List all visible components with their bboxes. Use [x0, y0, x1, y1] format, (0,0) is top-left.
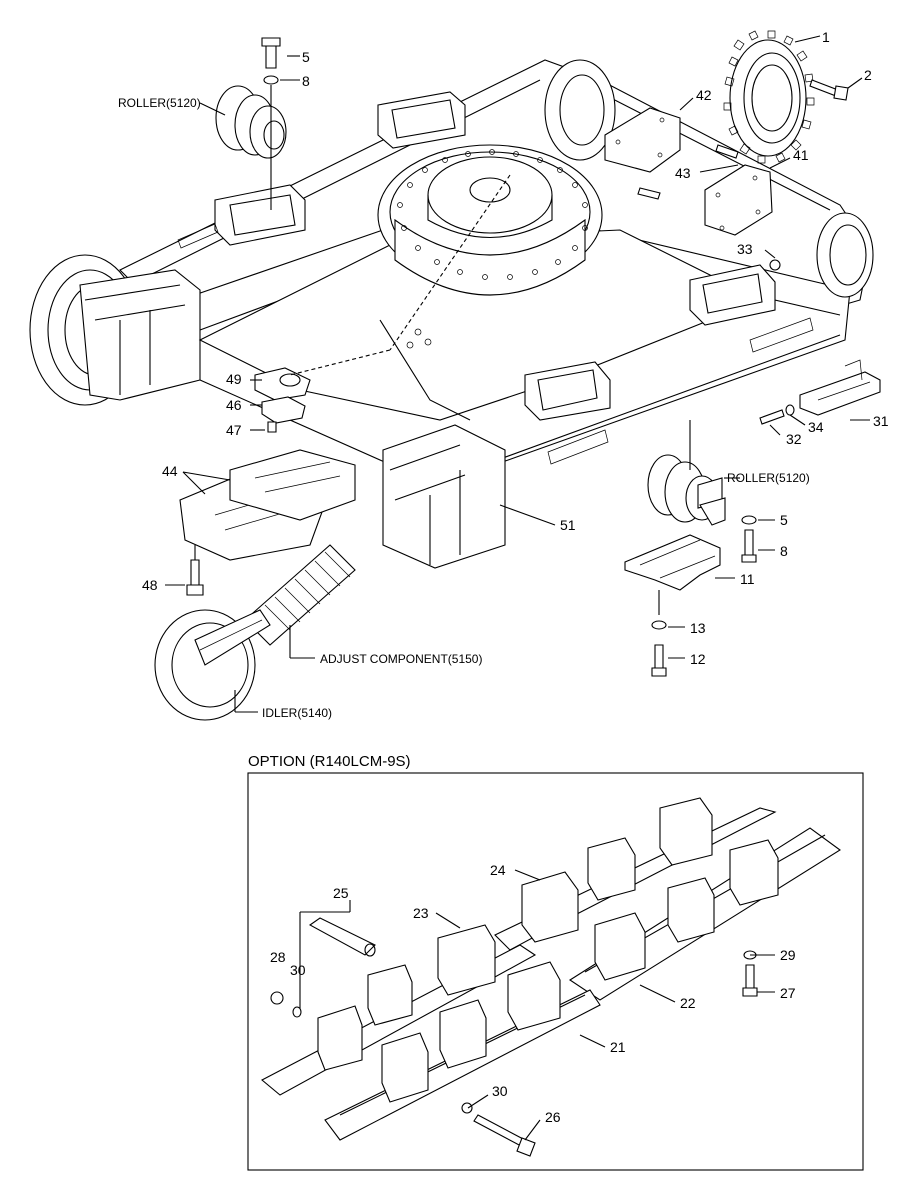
callout-1: 1	[822, 29, 830, 45]
cover-plates	[604, 107, 773, 236]
callout-33: 33	[737, 241, 753, 257]
callout-47: 47	[226, 422, 242, 438]
option-leader-lines	[435, 869, 775, 1141]
callout-43: 43	[675, 165, 691, 181]
callout-labels: 1 2 5 8 42 43 41 33 31 32 34 49 46 47 44…	[118, 29, 889, 1125]
callout-21: 21	[610, 1039, 626, 1055]
leader-lines	[165, 35, 870, 713]
callout-30-top: 30	[290, 962, 306, 978]
callout-8-top: 8	[302, 73, 310, 89]
nut-33-part	[769, 259, 781, 271]
idler-part	[154, 609, 271, 721]
callout-12: 12	[690, 651, 706, 667]
bolt-43-part	[637, 144, 739, 200]
callout-27: 27	[780, 985, 796, 1001]
roller-top-part	[215, 37, 287, 210]
label-idler: IDLER(5140)	[262, 706, 332, 720]
callout-31: 31	[873, 413, 889, 429]
callout-24: 24	[490, 862, 506, 878]
option-shoes	[261, 797, 841, 1157]
bolt-48-part	[186, 559, 204, 596]
callout-34: 34	[808, 419, 824, 435]
plate-44-part	[179, 449, 356, 578]
callout-23: 23	[413, 905, 429, 921]
callout-46: 46	[226, 397, 242, 413]
label-roller-right: ROLLER(5120)	[727, 471, 810, 485]
callout-41: 41	[793, 147, 809, 163]
roller-right-part	[647, 454, 726, 526]
callout-5-right: 5	[780, 512, 788, 528]
callout-5-top: 5	[302, 49, 310, 65]
option-box	[247, 772, 864, 1171]
callout-51: 51	[560, 517, 576, 533]
adjust-component-part	[244, 544, 356, 646]
callout-22: 22	[680, 995, 696, 1011]
callout-48: 48	[142, 577, 158, 593]
callout-13: 13	[690, 620, 706, 636]
sprocket-part	[723, 30, 815, 164]
callout-29: 29	[780, 947, 796, 963]
guard-31-part	[759, 359, 881, 425]
callout-44: 44	[162, 463, 178, 479]
bolt-8-right-part	[741, 515, 757, 563]
bolt-2-part	[809, 79, 849, 101]
guard-11-part	[624, 534, 721, 677]
label-roller-top: ROLLER(5120)	[118, 96, 201, 110]
option-title: OPTION (R140LCM-9S)	[248, 753, 411, 770]
label-adjust-component: ADJUST COMPONENT(5150)	[320, 652, 482, 666]
callout-8-right: 8	[780, 543, 788, 559]
callout-26: 26	[545, 1109, 561, 1125]
callout-32: 32	[786, 431, 802, 447]
track-frame	[29, 59, 874, 569]
shims-part	[254, 367, 311, 433]
callout-28: 28	[270, 949, 286, 965]
callout-25: 25	[333, 885, 349, 901]
callout-2: 2	[864, 67, 872, 83]
callout-11: 11	[740, 571, 755, 587]
callout-49: 49	[226, 371, 242, 387]
callout-30-bottom: 30	[492, 1083, 508, 1099]
callout-42: 42	[696, 87, 712, 103]
